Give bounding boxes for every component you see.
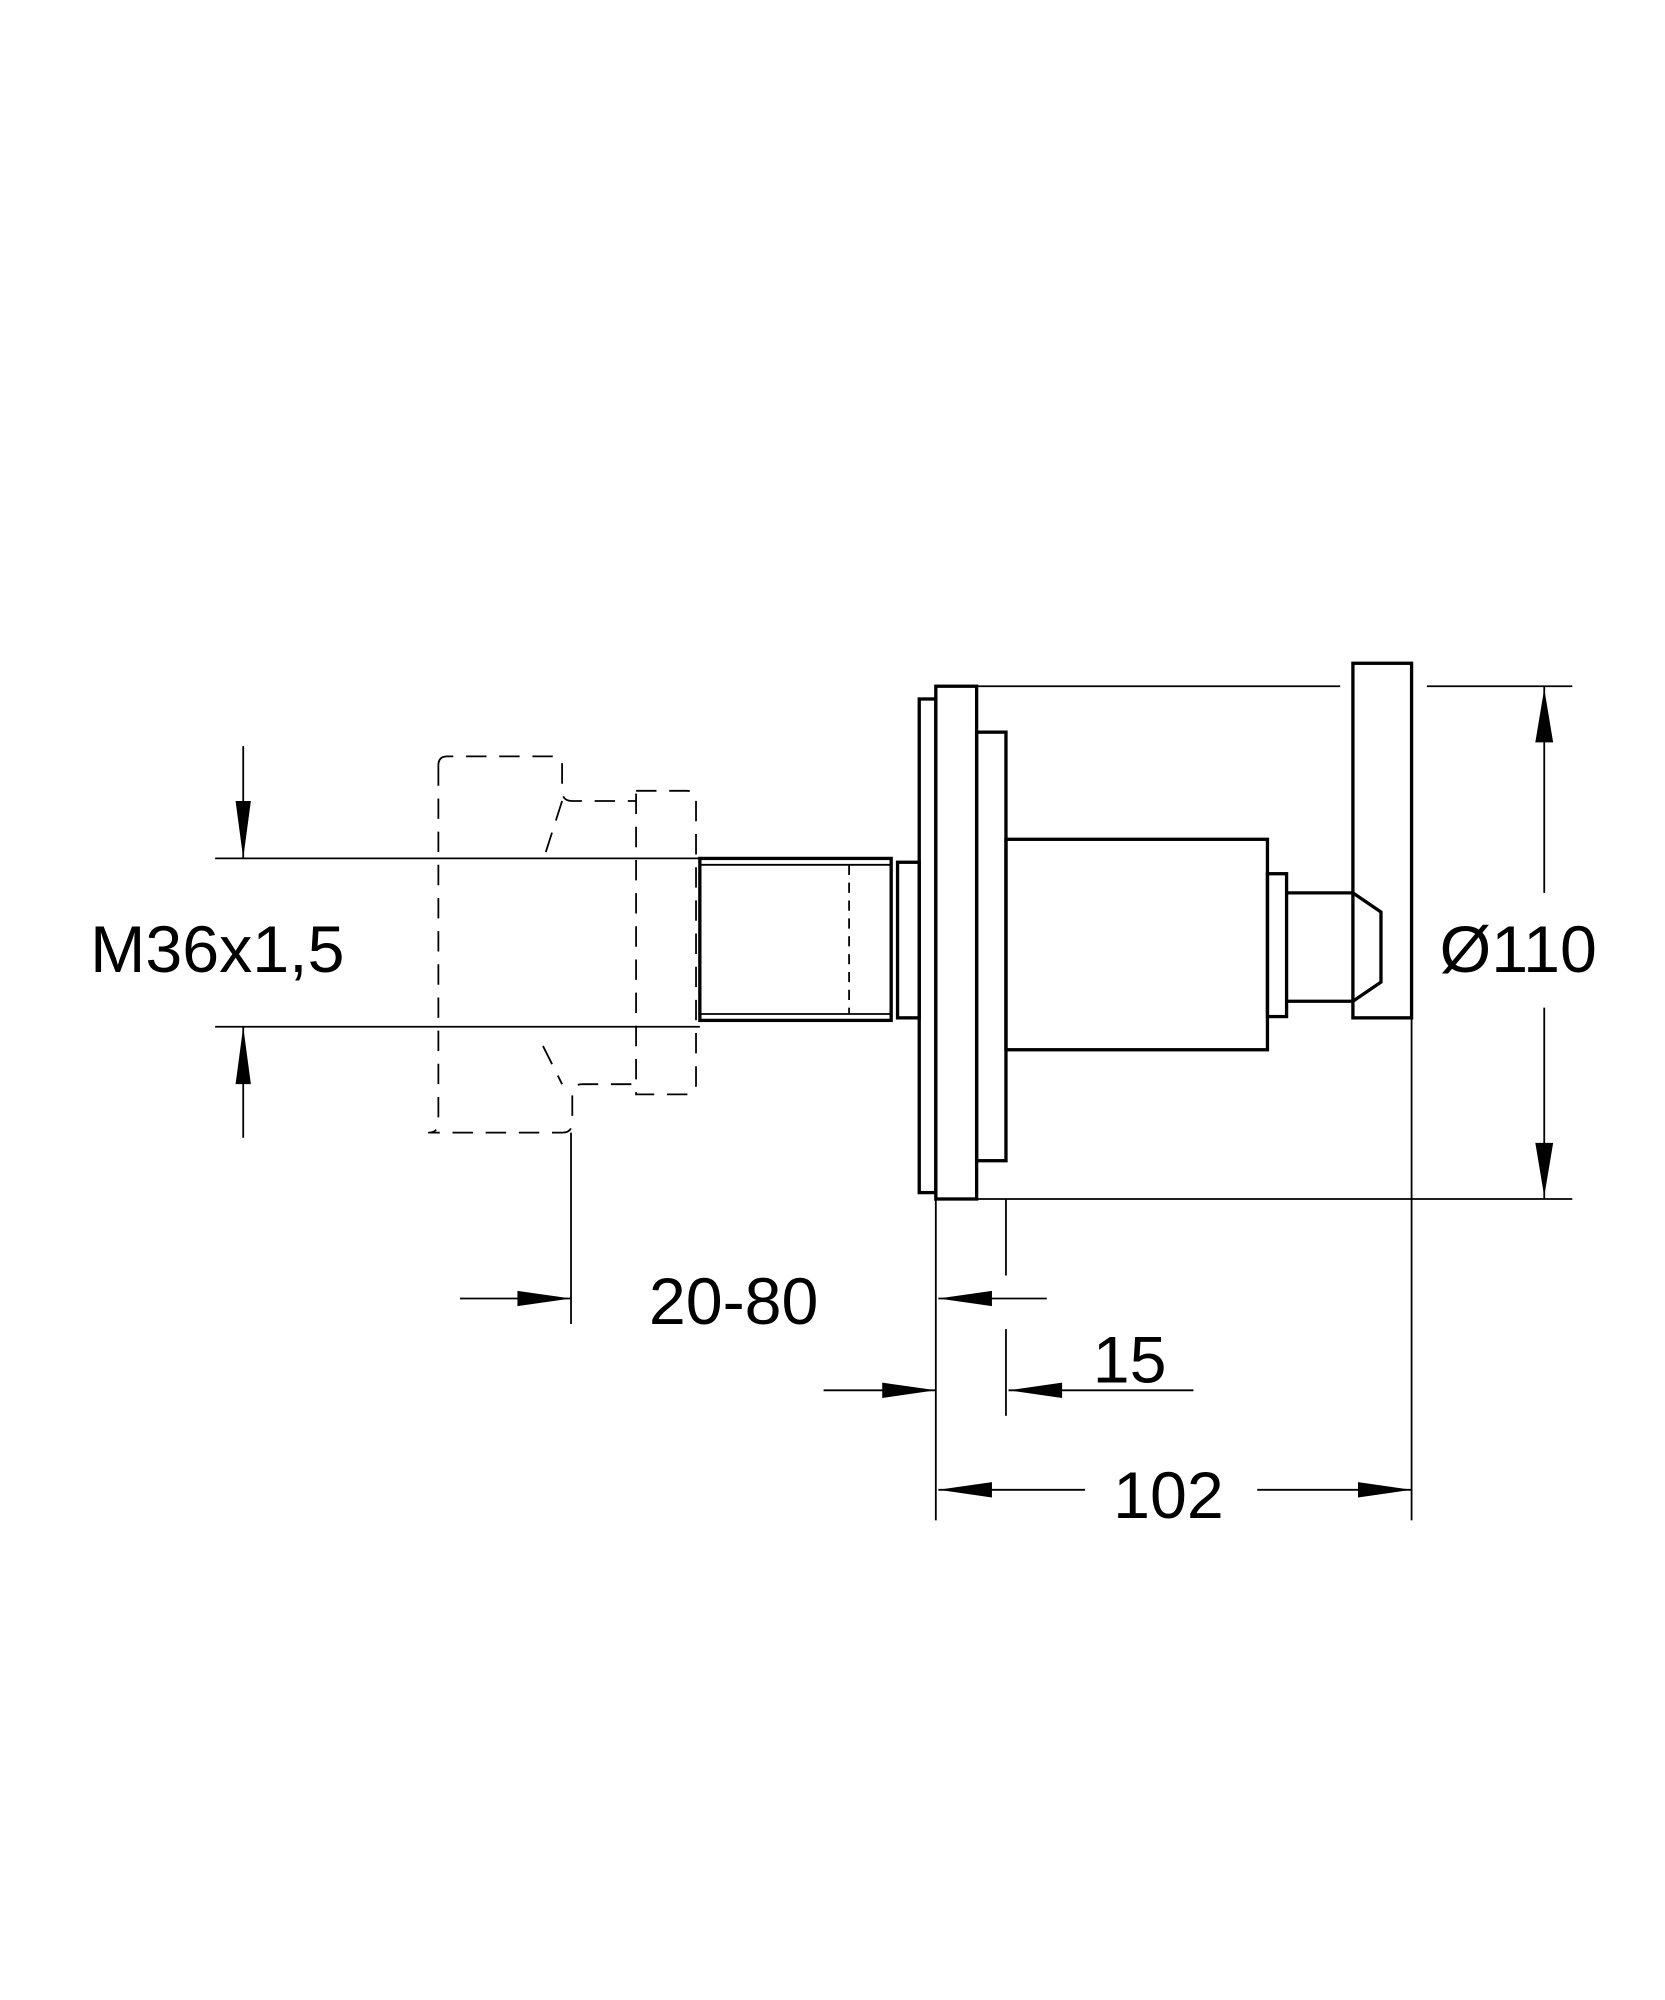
total-length-dimension: 102 — [938, 1459, 1412, 1533]
handle-plate — [1351, 661, 1414, 1020]
flange-depth-dimension: 15 — [823, 1324, 1194, 1398]
rosette-flange — [917, 684, 1008, 1201]
diameter-dimension: Ø110 — [976, 685, 1597, 1200]
diameter-label: Ø110 — [1440, 913, 1597, 987]
threaded-spindle — [698, 856, 921, 1023]
flange-depth-label: 15 — [1093, 1324, 1167, 1398]
thread-label: M36x1,5 — [90, 913, 344, 987]
concealed-fitting-outline — [428, 755, 697, 1134]
thread-dimension: M36x1,5 — [90, 746, 700, 1138]
wall-depth-label: 20-80 — [649, 1265, 819, 1339]
extension-lines — [570, 1017, 1413, 1521]
valve-body — [1004, 661, 1414, 1052]
wall-depth-dimension: 20-80 — [460, 1265, 1047, 1339]
total-length-label: 102 — [1113, 1459, 1224, 1533]
